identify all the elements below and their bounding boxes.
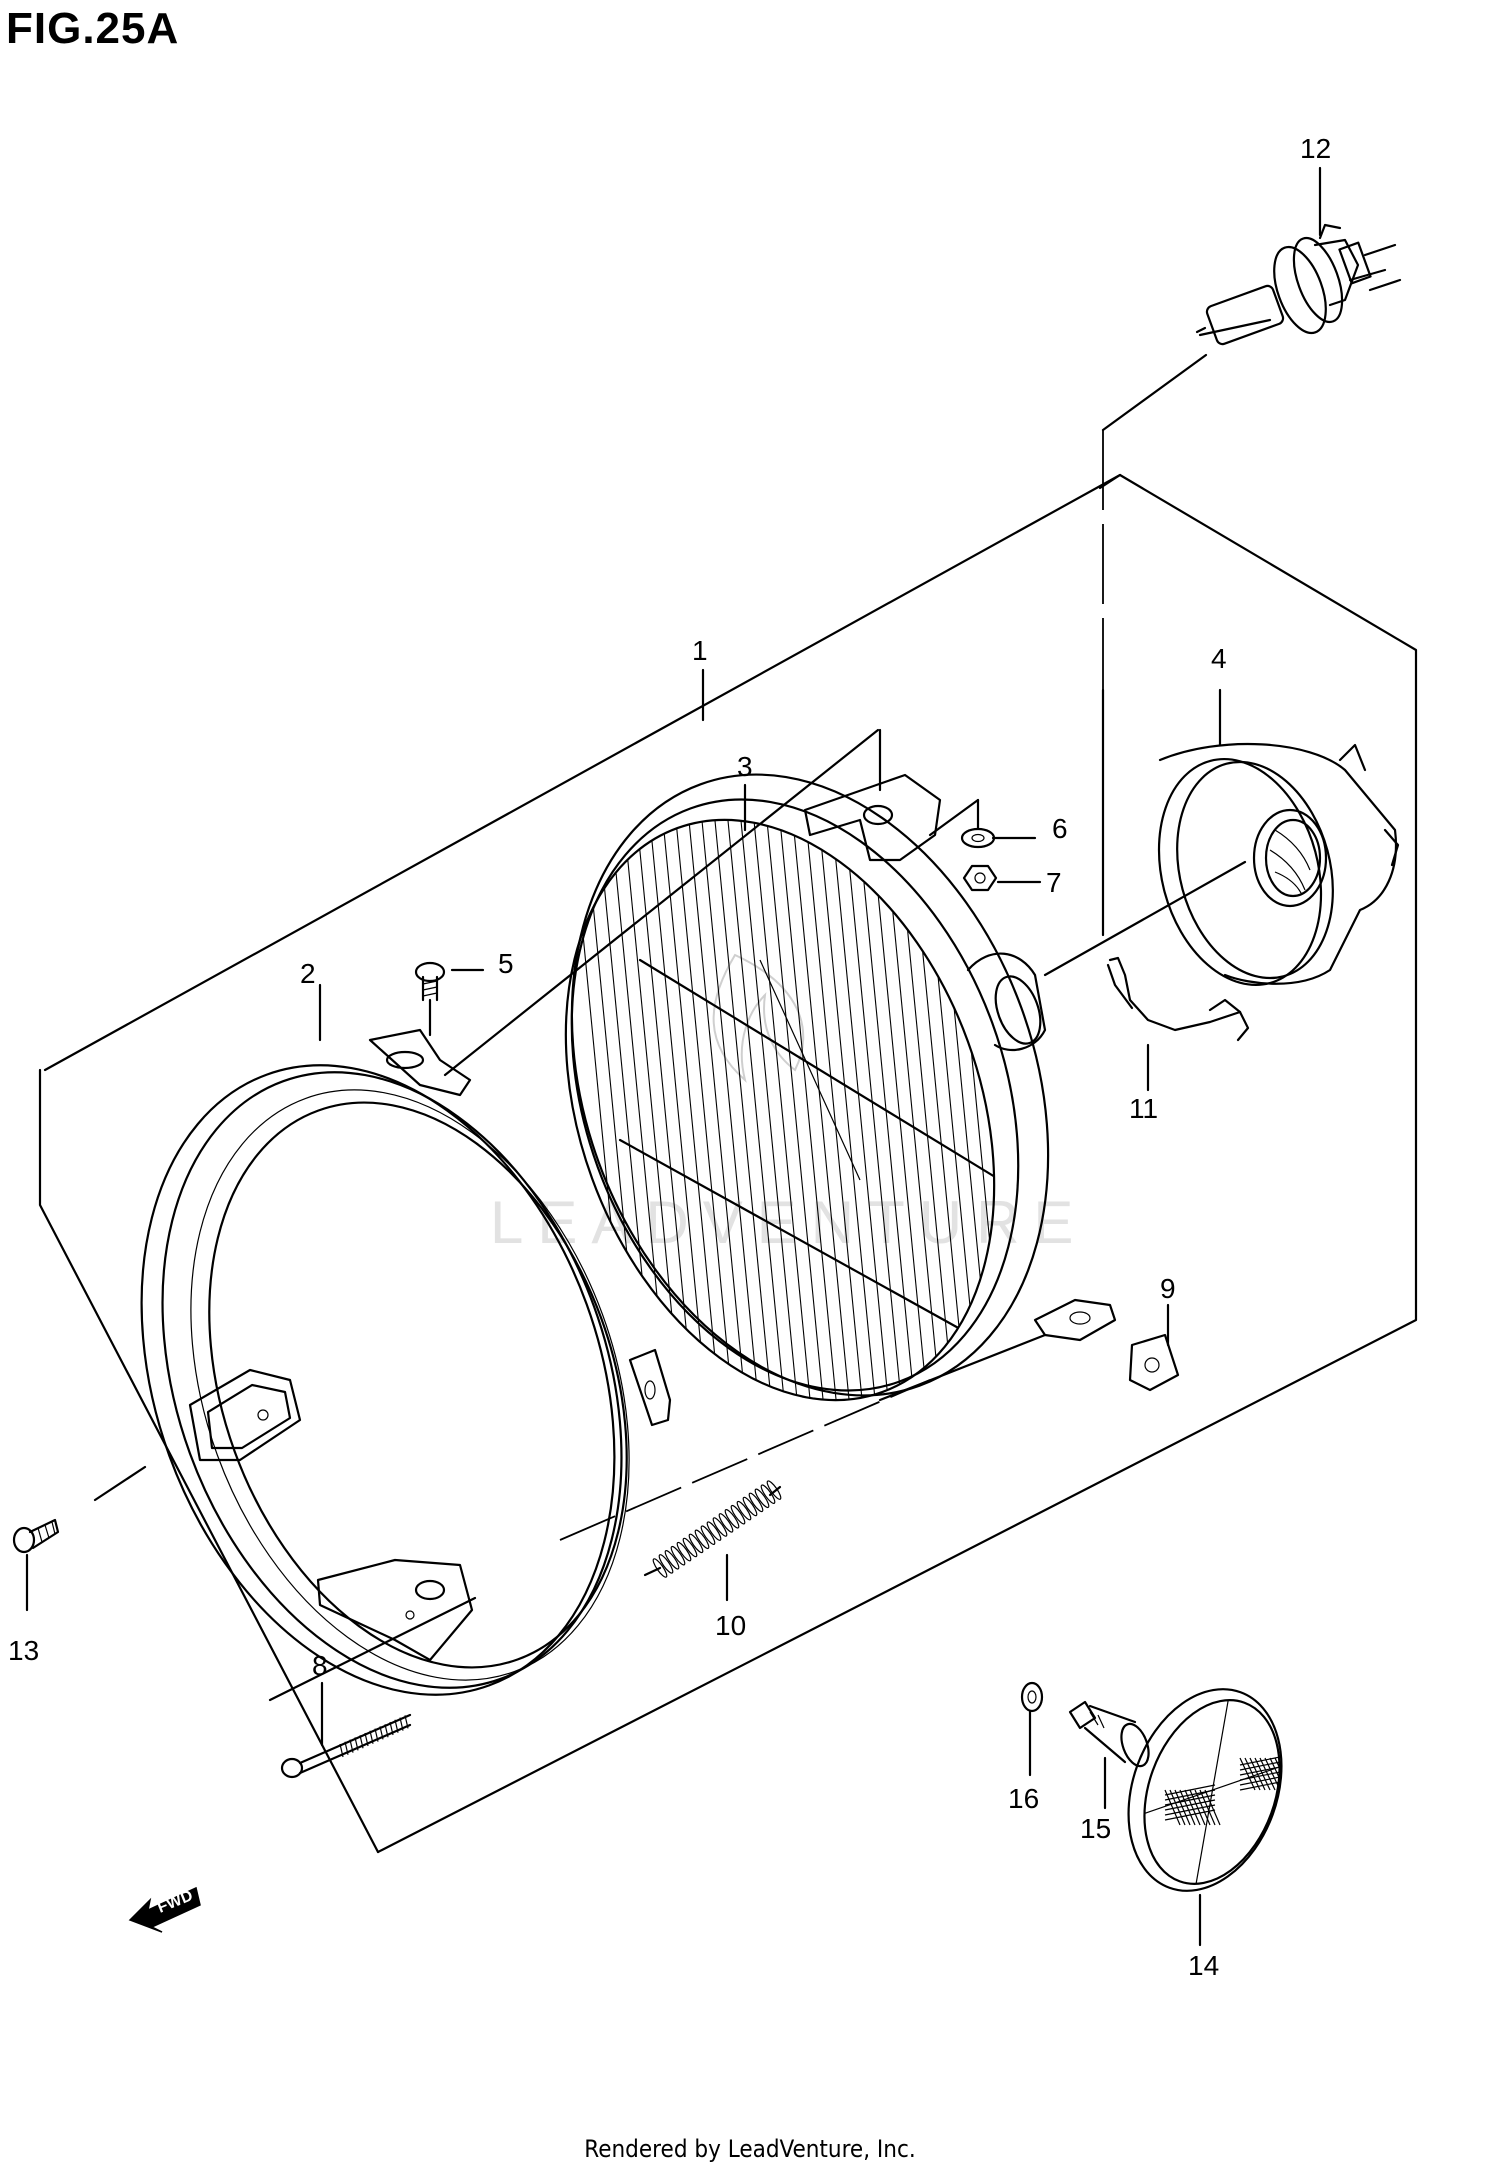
callout-10: 10 — [715, 1610, 746, 1641]
callout-13: 13 — [8, 1635, 39, 1666]
reflector-stud — [1068, 1700, 1150, 1768]
callout-4: 4 — [1211, 643, 1227, 674]
callout-12: 12 — [1300, 133, 1331, 164]
callout-7: 7 — [1046, 867, 1062, 898]
headlight-rim — [140, 1028, 672, 1696]
halogen-bulb — [1195, 223, 1402, 346]
footer-credit: Rendered by LeadVenture, Inc. — [584, 2135, 916, 2163]
callout-16: 16 — [1008, 1783, 1039, 1814]
washer — [960, 827, 996, 849]
callout-14: 14 — [1188, 1950, 1219, 1981]
lens-pattern — [569, 799, 1060, 1421]
callout-labels: 1 2 3 4 5 6 7 8 9 10 11 12 13 14 15 16 — [8, 133, 1331, 1981]
rim-screw — [414, 961, 446, 1002]
reflex-reflector — [1127, 1688, 1296, 1892]
bulb-socket-cover — [1157, 742, 1400, 987]
figure-title: FIG.25A — [6, 4, 180, 53]
callout-5: 5 — [498, 948, 514, 979]
callout-3: 3 — [737, 751, 753, 782]
callout-15: 15 — [1080, 1813, 1111, 1844]
callout-6: 6 — [1052, 813, 1068, 844]
callout-1: 1 — [692, 635, 708, 666]
leader-lines — [25, 166, 1322, 1947]
callout-9: 9 — [1160, 1273, 1176, 1304]
callout-8: 8 — [312, 1650, 328, 1681]
nut — [962, 864, 998, 892]
spring — [643, 1480, 782, 1578]
bulb-spring-clip — [1106, 956, 1250, 1042]
clip-nut — [1128, 1333, 1180, 1392]
lens-reflector — [564, 773, 1117, 1421]
watermark-text: LEADVENTURE — [490, 1189, 1087, 1256]
fwd-arrow-icon: FWD — [128, 1886, 201, 1933]
assembly-box — [38, 353, 1418, 1854]
callout-11: 11 — [1129, 1093, 1158, 1124]
adjusting-screw — [280, 1713, 412, 1779]
screw — [12, 1518, 60, 1554]
small-washer — [1020, 1681, 1044, 1713]
callout-2: 2 — [300, 958, 316, 989]
